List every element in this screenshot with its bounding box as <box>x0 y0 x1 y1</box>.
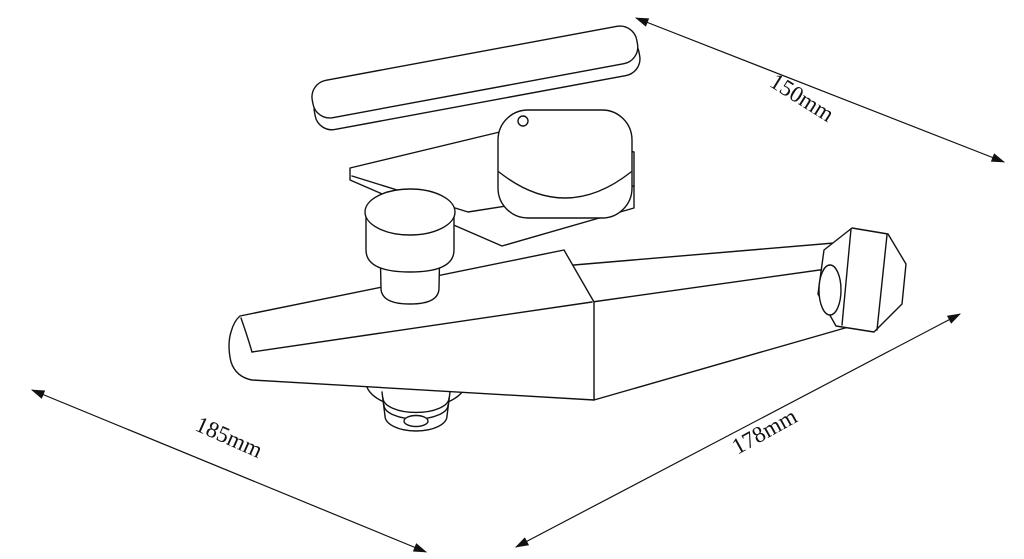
cartridge-body <box>497 109 633 219</box>
outlet-opening <box>403 414 429 428</box>
wall-arm-outline <box>561 241 853 401</box>
dimension-185mm: 185mm <box>30 389 428 553</box>
dimension-label-178mm: 178mm <box>728 403 802 459</box>
wall-arm-top-edge <box>591 265 849 303</box>
faucet-body-wall-arm <box>561 241 853 401</box>
dimension-150mm: 150mm <box>634 17 1006 163</box>
dimension-line-150mm <box>634 17 1006 163</box>
cartridge-bottom-curve <box>498 171 632 199</box>
dimension-label-150mm: 150mm <box>766 68 839 127</box>
spout-arm-front-top-edge <box>251 301 593 353</box>
nut-facet-line-left <box>841 228 852 326</box>
faucet-body-spout-arm <box>228 249 595 401</box>
dimension-line-178mm <box>515 313 961 548</box>
dimension-line-185mm <box>30 389 428 553</box>
wall-mount-nut <box>817 227 907 333</box>
spout-arm-outline <box>228 249 595 401</box>
knob-top-face <box>364 188 456 236</box>
temperature-dot <box>517 115 529 127</box>
dimension-label-185mm: 185mm <box>192 411 266 462</box>
diverter-knob <box>364 188 456 305</box>
nut-face-ellipse <box>818 264 842 316</box>
spout-arm-cap-edge <box>240 317 253 353</box>
cartridge-outline <box>497 109 633 219</box>
